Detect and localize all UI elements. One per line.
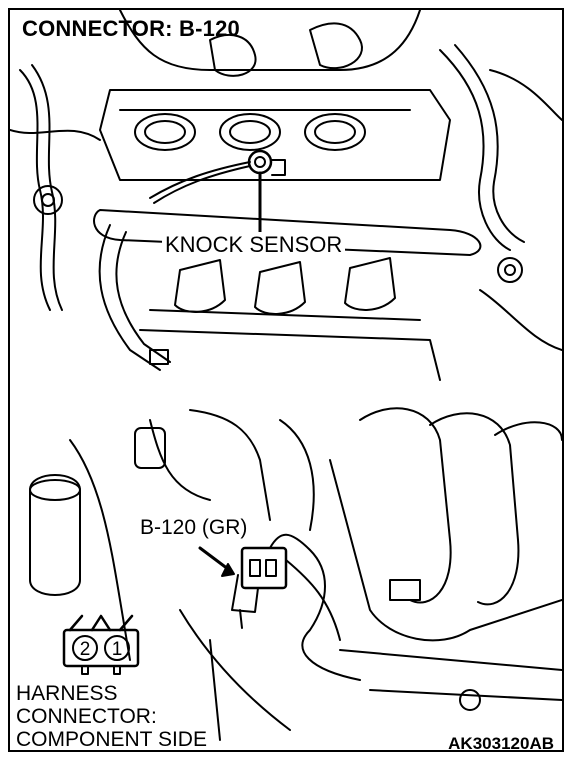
left-wire-loom xyxy=(19,69,51,311)
knock-sensor xyxy=(247,149,273,175)
ignition-coil-1 xyxy=(174,259,226,313)
pin-1-label: 1 xyxy=(112,639,123,660)
harness-connector-symbol xyxy=(62,614,140,675)
intake-runner-2 xyxy=(429,412,520,606)
engine-top-illustration xyxy=(10,10,562,381)
lower-pipe xyxy=(93,209,482,256)
ignition-coil-2 xyxy=(254,261,306,315)
left-bolt-boss xyxy=(33,185,63,215)
harness-label-line-1: HARNESS xyxy=(16,682,118,705)
bottom-panel-connector-view: 2 1 B-120 (GR) HARNESS CONNECTOR: COMPON… xyxy=(10,400,562,750)
harness-label-line-2: CONNECTOR: xyxy=(16,705,157,728)
cylinder-head xyxy=(99,89,451,181)
harness-connector-label: HARNESS CONNECTOR: COMPONENT SIDE xyxy=(16,682,207,750)
top-panel-engine-view: CONNECTOR: B-120 KNOCK SENSOR xyxy=(10,10,562,390)
ignition-coil-3 xyxy=(344,257,396,311)
figure-code: AK303120AB xyxy=(448,734,554,750)
plug-hole-3 xyxy=(304,113,366,151)
plug-hole-2 xyxy=(219,113,281,151)
pin-2-label: 2 xyxy=(80,639,91,660)
knock-sensor-wire xyxy=(149,161,251,199)
knock-sensor-label: KNOCK SENSOR xyxy=(162,232,346,258)
harness-label-line-3: COMPONENT SIDE xyxy=(16,728,207,750)
connector-title: CONNECTOR: B-120 xyxy=(22,16,240,41)
top-hose-bulb xyxy=(309,22,363,70)
callout-arrow-head xyxy=(221,563,235,577)
connector-callout-label: B-120 (GR) xyxy=(138,516,250,540)
intake-runner-1 xyxy=(359,407,452,604)
connector-body xyxy=(231,574,259,613)
upper-bracket xyxy=(134,427,166,469)
plug-hole-1 xyxy=(134,113,196,151)
engine-bottom-illustration: 2 1 xyxy=(29,407,562,741)
diagram-frame: CONNECTOR: B-120 KNOCK SENSOR xyxy=(8,8,564,752)
left-reservoir xyxy=(29,474,81,596)
connector-b120 xyxy=(240,546,288,590)
